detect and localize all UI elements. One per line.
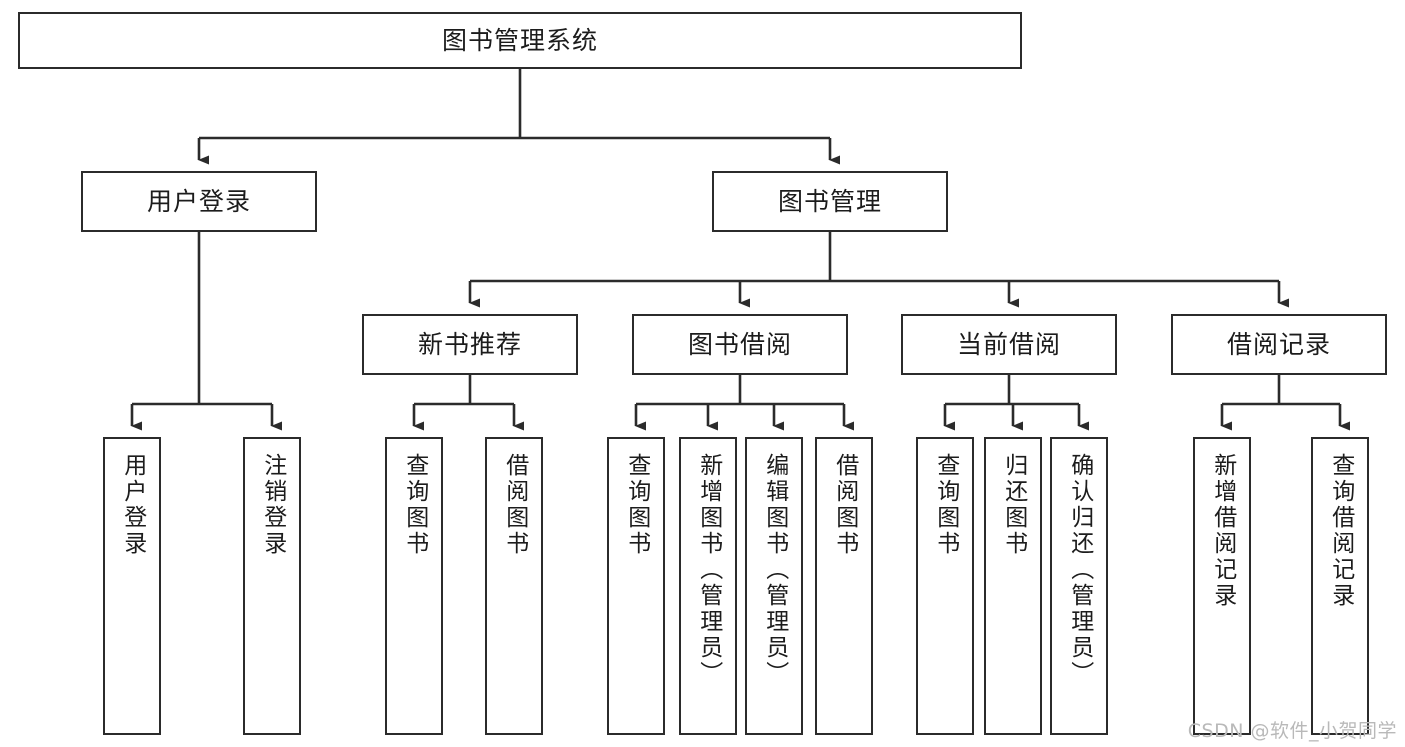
node-book-manage[interactable]: 图书管理: [712, 171, 948, 232]
node-leaf-user-logout[interactable]: 注销登录: [243, 437, 301, 735]
node-user-login[interactable]: 用户登录: [81, 171, 317, 232]
node-leaf-user-login[interactable]: 用户登录: [103, 437, 161, 735]
node-label-leaf-add-record: 新增借阅记录: [1209, 453, 1236, 609]
node-label-borrow-record: 借阅记录: [1226, 329, 1331, 359]
node-borrow-record[interactable]: 借阅记录: [1171, 314, 1387, 375]
node-leaf-edit-book[interactable]: 编辑图书（管理员）: [745, 437, 803, 735]
node-leaf-add-book[interactable]: 新增图书（管理员）: [679, 437, 737, 735]
node-leaf-query-book-1[interactable]: 查询图书: [385, 437, 443, 735]
node-label-new-book-rec: 新书推荐: [417, 329, 522, 359]
node-label-current-borrow: 当前借阅: [956, 329, 1061, 359]
node-label-leaf-borrow-book-2: 借阅图书: [831, 453, 858, 557]
node-label-leaf-query-book-1: 查询图书: [401, 453, 428, 557]
node-label-leaf-add-book: 新增图书（管理员）: [695, 453, 722, 687]
node-root[interactable]: 图书管理系统: [18, 12, 1022, 69]
node-leaf-query-book-2[interactable]: 查询图书: [607, 437, 665, 735]
node-leaf-return-book[interactable]: 归还图书: [984, 437, 1042, 735]
node-label-leaf-borrow-book-1: 借阅图书: [501, 453, 528, 557]
node-book-borrow[interactable]: 图书借阅: [632, 314, 848, 375]
node-label-leaf-user-login: 用户登录: [119, 453, 146, 557]
node-leaf-add-record[interactable]: 新增借阅记录: [1193, 437, 1251, 735]
node-leaf-borrow-book-1[interactable]: 借阅图书: [485, 437, 543, 735]
watermark: CSDN @软件_小贺同学: [1187, 720, 1397, 742]
node-leaf-query-book-3[interactable]: 查询图书: [916, 437, 974, 735]
node-leaf-confirm-return[interactable]: 确认归还（管理员）: [1050, 437, 1108, 735]
node-label-leaf-confirm-return: 确认归还（管理员）: [1066, 453, 1093, 687]
node-label-leaf-edit-book: 编辑图书（管理员）: [761, 453, 788, 687]
node-label-leaf-query-record: 查询借阅记录: [1327, 453, 1354, 609]
node-label-root: 图书管理系统: [441, 25, 598, 55]
node-label-leaf-query-book-3: 查询图书: [932, 453, 959, 557]
node-label-leaf-query-book-2: 查询图书: [623, 453, 650, 557]
node-label-book-manage: 图书管理: [777, 186, 882, 216]
node-leaf-query-record[interactable]: 查询借阅记录: [1311, 437, 1369, 735]
node-label-leaf-return-book: 归还图书: [1000, 453, 1027, 557]
node-label-book-borrow: 图书借阅: [687, 329, 792, 359]
node-new-book-rec[interactable]: 新书推荐: [362, 314, 578, 375]
node-label-user-login: 用户登录: [146, 186, 251, 216]
node-label-leaf-user-logout: 注销登录: [259, 453, 286, 557]
node-leaf-borrow-book-2[interactable]: 借阅图书: [815, 437, 873, 735]
node-current-borrow[interactable]: 当前借阅: [901, 314, 1117, 375]
